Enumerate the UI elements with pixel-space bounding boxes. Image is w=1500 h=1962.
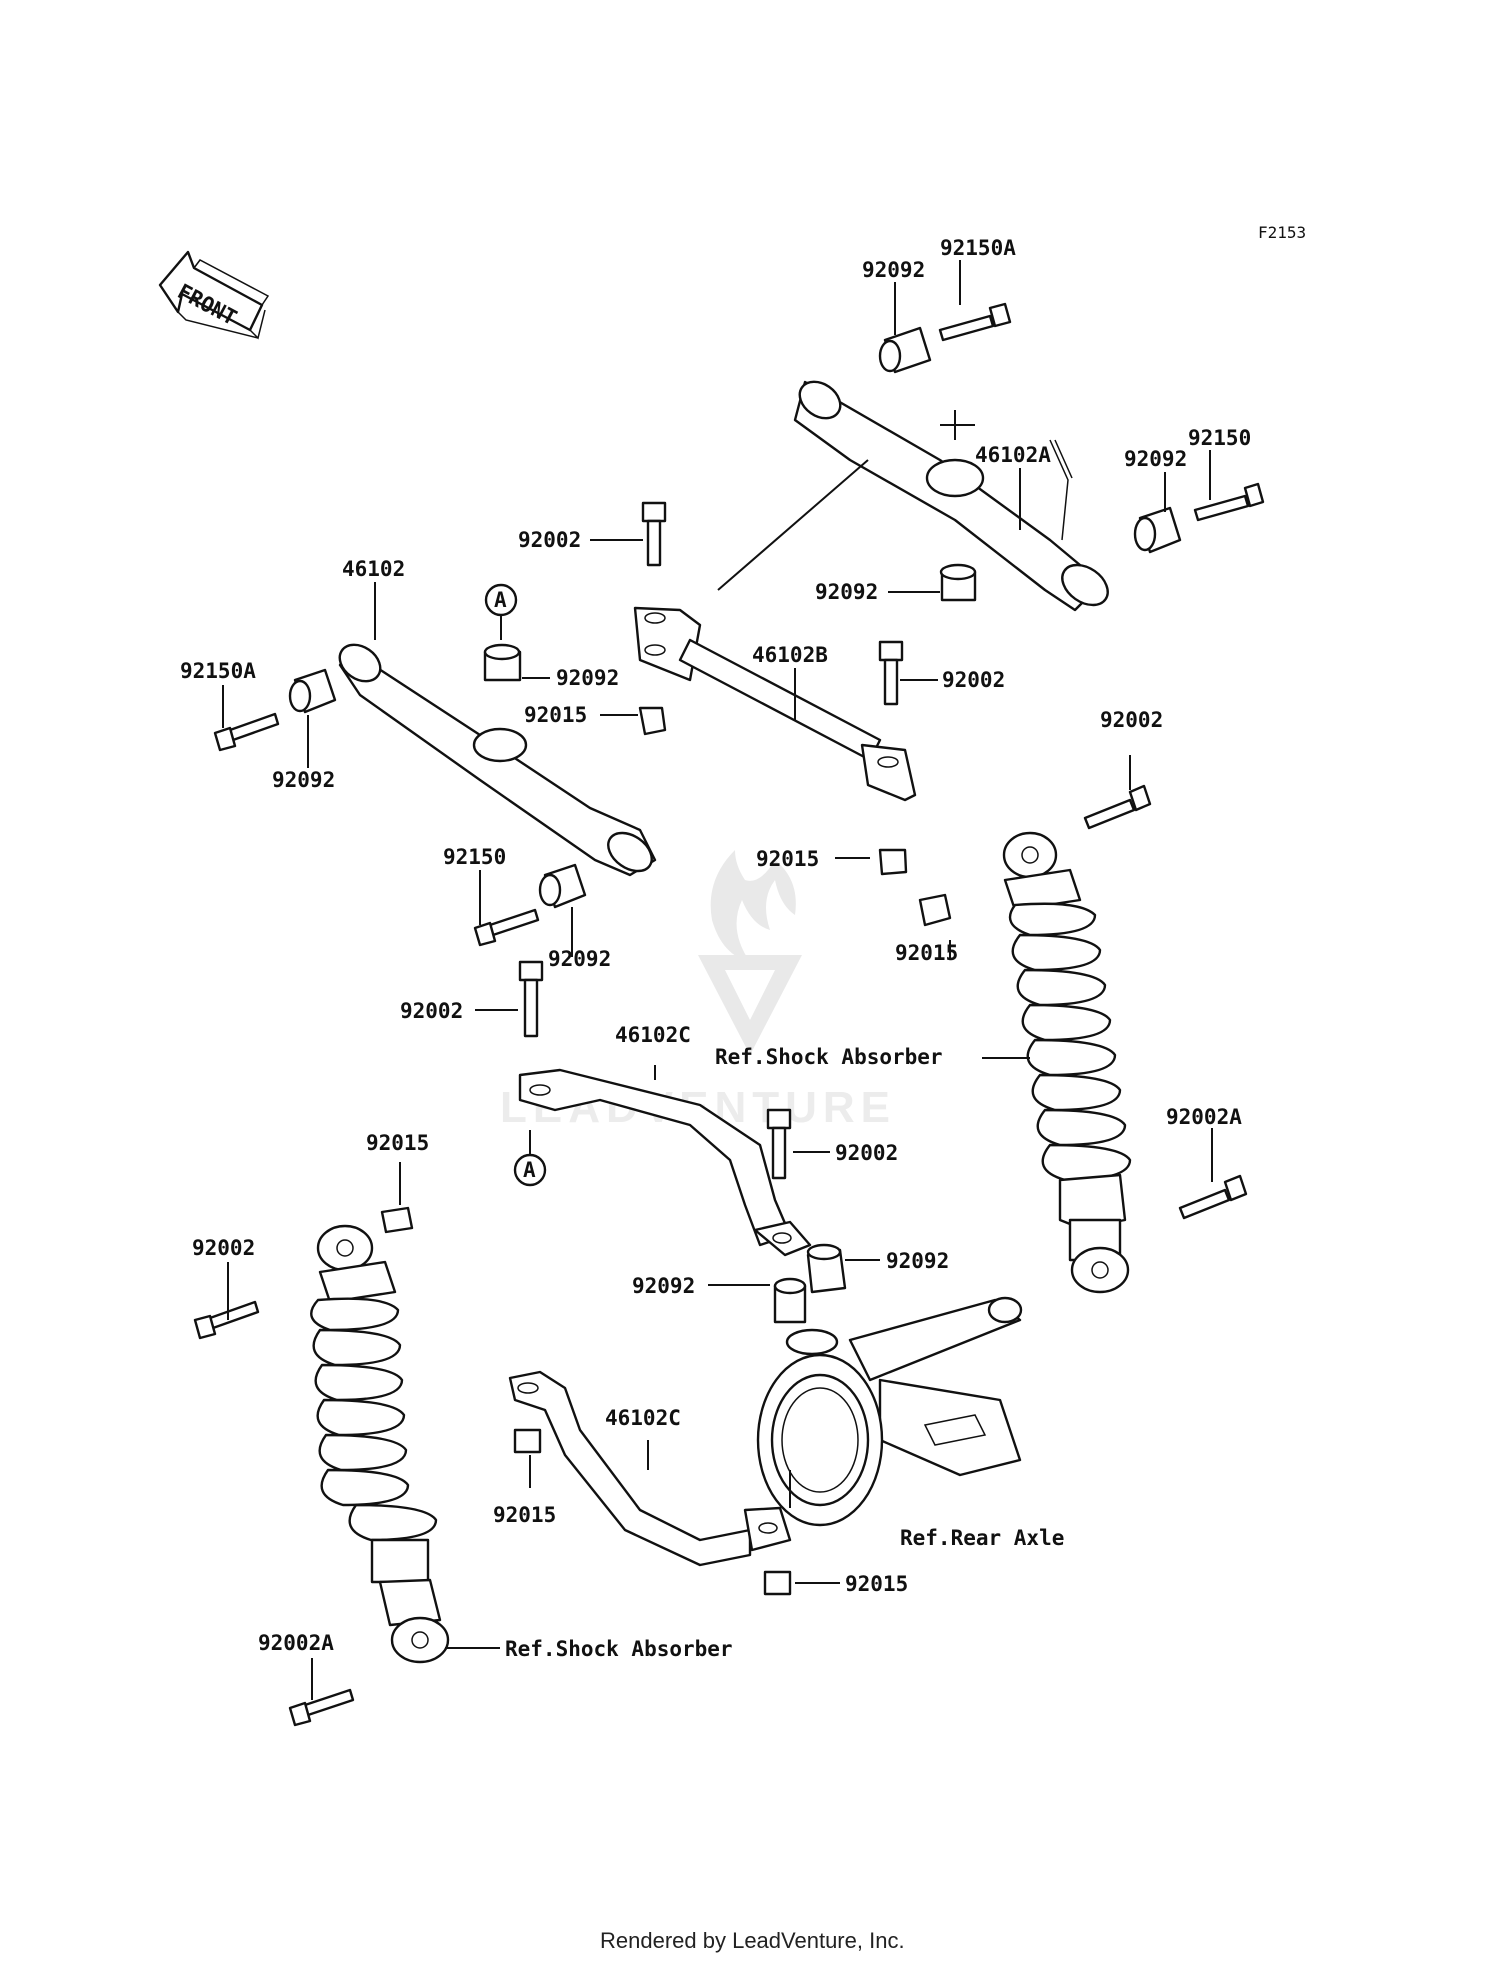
- bushing-92092-right: [1133, 506, 1182, 554]
- callout-92092-bracket-b: 92092: [632, 1274, 695, 1298]
- shock-absorber-left: [310, 1224, 450, 1664]
- callout-92015-b: 92015: [756, 847, 819, 871]
- lower-arm-46102a: [793, 380, 1109, 612]
- callout-92092-under: 92092: [815, 580, 878, 604]
- bushing-92092-bracket-b: [773, 1277, 807, 1324]
- bushing-92092-left: [288, 668, 337, 714]
- leader-lines: [222, 260, 1213, 1700]
- callout-92002-bracket: 92002: [400, 999, 463, 1023]
- bushing-92092-under: [939, 563, 977, 602]
- callout-46102b: 46102B: [752, 643, 828, 667]
- nut-92015-a: [638, 706, 667, 736]
- nut-92015-left-shock: [380, 1206, 414, 1234]
- link-46102b: [633, 459, 917, 802]
- nut-92015-lower-right: [763, 1570, 792, 1596]
- callout-92150-lower-left: 92150: [443, 845, 506, 869]
- callout-92015-lower-right: 92015: [845, 1572, 908, 1596]
- callout-46102: 46102: [342, 557, 405, 581]
- callout-46102a: 46102A: [975, 443, 1051, 467]
- lower-arm-46102: [338, 643, 657, 877]
- front-direction-arrow-icon: FRONT: [158, 250, 270, 340]
- callout-ref-shock-absorber-left: Ref.Shock Absorber: [505, 1637, 733, 1661]
- bushing-92092-upper: [878, 326, 932, 374]
- ref-marker-a-bottom: A: [513, 1130, 547, 1187]
- bolt-92002-right-shock: [1083, 784, 1152, 830]
- bolt-92002-left-shock: [193, 1300, 260, 1340]
- callout-46102c-upper: 46102C: [615, 1023, 691, 1047]
- callout-92150-right: 92150: [1188, 426, 1251, 450]
- shock-absorber-right: [1002, 831, 1132, 1294]
- callout-92092-left: 92092: [272, 768, 335, 792]
- callout-92002-right-shock-top: 92002: [1100, 708, 1163, 732]
- bolt-92002-top: [641, 501, 667, 567]
- bushing-92092-lower-left: [538, 863, 587, 909]
- bolt-92150-right: [1193, 482, 1265, 522]
- bolt-92002a-right: [1178, 1174, 1248, 1220]
- svg-text:A: A: [523, 1158, 536, 1182]
- callout-92002-left-shock: 92002: [192, 1236, 255, 1260]
- callout-ref-rear-axle: Ref.Rear Axle: [900, 1526, 1064, 1550]
- bushing-92092-bracket-a: [806, 1243, 847, 1294]
- bracket-46102c-upper: [518, 1068, 812, 1257]
- callout-92092-a: 92092: [556, 666, 619, 690]
- callout-92002a-right: 92002A: [1166, 1105, 1242, 1129]
- nut-92015-right-shock: [918, 893, 952, 927]
- bolt-92150-lower-left: [473, 908, 540, 947]
- bolt-92002-bracket: [518, 960, 544, 1038]
- svg-text:A: A: [494, 588, 507, 612]
- footer-credit: Rendered by LeadVenture, Inc.: [600, 1928, 905, 1953]
- callout-92092-top: 92092: [862, 258, 925, 282]
- diagram-code: F2153: [1258, 223, 1306, 242]
- bolt-92002-lower: [766, 1108, 792, 1180]
- callout-92092-right: 92092: [1124, 447, 1187, 471]
- callout-92015-right-shock: 92015: [895, 941, 958, 965]
- callout-92015-left-shock: 92015: [366, 1131, 429, 1155]
- callout-92002-middle: 92002: [942, 668, 1005, 692]
- bolt-92150a-left: [213, 712, 280, 752]
- callout-92150a-top: 92150A: [940, 236, 1016, 260]
- callout-92002a-left: 92002A: [258, 1631, 334, 1655]
- rear-axle: [756, 1296, 1023, 1527]
- callout-92002-lower: 92002: [835, 1141, 898, 1165]
- bracket-46102c-lower: [508, 1370, 792, 1567]
- callout-46102c-lower: 46102C: [605, 1406, 681, 1430]
- callout-92015-lower-left: 92015: [493, 1503, 556, 1527]
- callout-92092-lower-left: 92092: [548, 947, 611, 971]
- callout-92092-bracket-a: 92092: [886, 1249, 949, 1273]
- nut-92015-b: [878, 848, 908, 876]
- bolt-92150a-upper: [938, 302, 1012, 342]
- nut-92015-lower-left: [513, 1428, 542, 1454]
- bushing-92092-a: [483, 643, 522, 682]
- callout-ref-shock-absorber-right: Ref.Shock Absorber: [715, 1045, 943, 1069]
- callout-92015-a: 92015: [524, 703, 587, 727]
- callout-92150a-left: 92150A: [180, 659, 256, 683]
- bolt-92002a-left: [288, 1688, 355, 1727]
- ref-marker-a-top: A: [484, 583, 518, 640]
- bolt-92002-middle: [878, 640, 904, 706]
- callout-92002-top: 92002: [518, 528, 581, 552]
